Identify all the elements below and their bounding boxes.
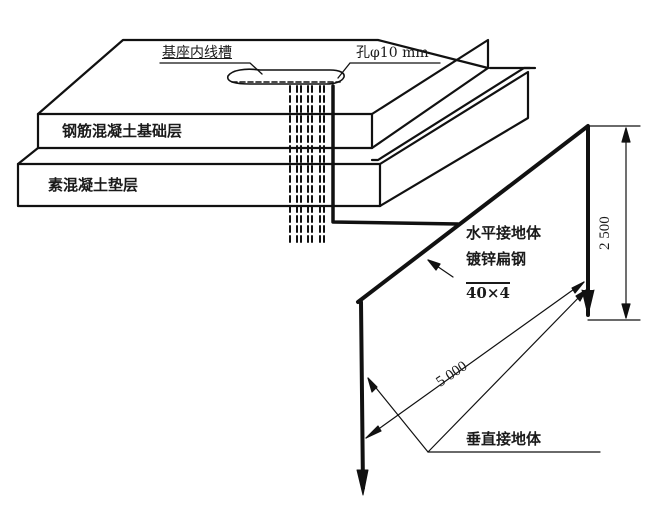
inner-line-slot bbox=[227, 68, 345, 85]
label-galvanized-flat-steel: 镀锌扁钢 bbox=[466, 250, 527, 268]
dashed-conduits bbox=[289, 85, 325, 243]
down-conductor bbox=[331, 84, 460, 226]
horizontal-grounding-leader bbox=[427, 259, 454, 278]
label-hole-diameter: 孔φ10 mm bbox=[356, 45, 429, 61]
label-flat-steel-spec: 40×4 bbox=[466, 282, 510, 302]
label-vertical-grounding: 垂直接地体 bbox=[466, 430, 542, 448]
dimension-2500 bbox=[587, 125, 641, 321]
dimension-label-2500: 2 500 bbox=[597, 216, 613, 250]
slot-leader-line bbox=[159, 62, 263, 75]
left-rod-arrow bbox=[356, 469, 369, 496]
hole-leader-line bbox=[337, 62, 441, 79]
dimension-5000 bbox=[365, 281, 585, 439]
rc-foundation-slab bbox=[36, 38, 490, 150]
vertical-grounding-leader bbox=[367, 289, 601, 453]
label-plain-concrete-cushion: 素混凝土垫层 bbox=[48, 176, 139, 194]
label-rc-foundation-layer: 钢筋混凝土基础层 bbox=[62, 122, 183, 140]
label-inner-line-slot: 基座内线槽 bbox=[162, 45, 232, 61]
plain-concrete-cushion-slab bbox=[16, 66, 537, 208]
label-horizontal-grounding: 水平接地体 bbox=[466, 224, 542, 242]
vertical-grounding-rod bbox=[359, 300, 365, 490]
right-rod-arrow bbox=[581, 289, 595, 316]
